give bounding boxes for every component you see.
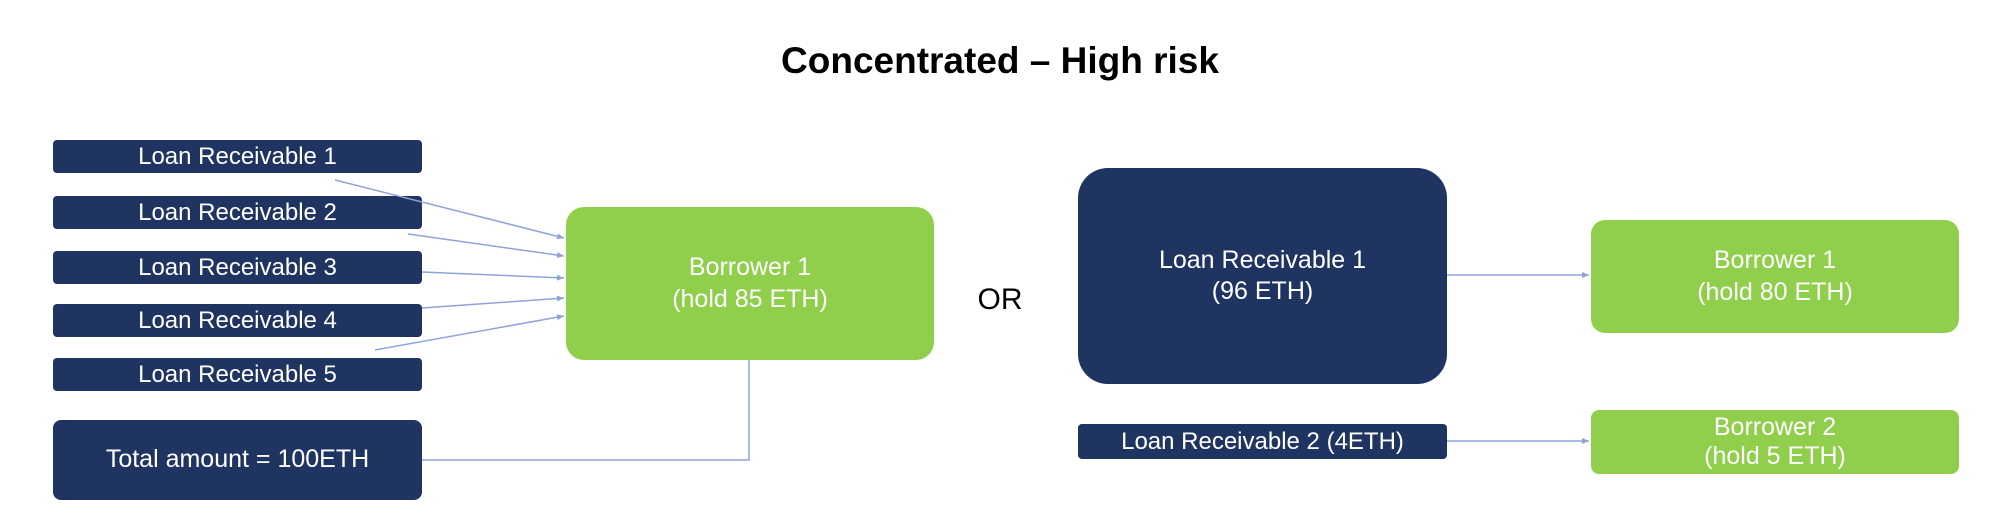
diagram-title: Concentrated – High risk (781, 40, 1219, 81)
right-loan-receivable-1-box: Loan Receivable 1 (96 ETH) (1078, 168, 1447, 384)
connector-lr4-to-borrower (421, 295, 565, 309)
connector-total-to-borrower (422, 360, 750, 461)
right-borrower-1-holding: (hold 80 ETH) (1697, 277, 1853, 306)
loan-receivable-2-box: Loan Receivable 2 (53, 196, 422, 229)
right-borrower-2-holding: (hold 5 ETH) (1704, 442, 1846, 470)
left-borrower-1-box: Borrower 1 (hold 85 ETH) (566, 207, 934, 360)
or-separator: OR (977, 283, 1023, 316)
loan-receivable-1-box: Loan Receivable 1 (53, 140, 422, 173)
right-loan-receivable-1-name: Loan Receivable 1 (1158, 245, 1367, 274)
right-borrower-1-name: Borrower 1 (1713, 246, 1837, 275)
left-borrower-1-name: Borrower 1 (688, 253, 812, 282)
loan-receivable-5-box: Loan Receivable 5 (53, 358, 422, 391)
loan-receivable-4-box: Loan Receivable 4 (53, 304, 422, 337)
right-borrower-1-box: Borrower 1 (hold 80 ETH) (1591, 220, 1959, 333)
connector-lr2-to-borrower (407, 233, 565, 258)
right-loan-receivable-1-amount: (96 ETH) (1211, 277, 1314, 305)
right-borrower-2-name: Borrower 2 (1713, 413, 1837, 442)
total-amount-box: Total amount = 100ETH (53, 420, 422, 500)
connector-lr3-to-borrower (421, 271, 565, 281)
loan-receivable-3-box: Loan Receivable 3 (53, 251, 422, 284)
right-borrower-2-box: Borrower 2 (hold 5 ETH) (1591, 410, 1959, 474)
right-loan-receivable-2-box: Loan Receivable 2 (4ETH) (1078, 424, 1447, 459)
left-borrower-1-holding: (hold 85 ETH) (672, 284, 828, 313)
